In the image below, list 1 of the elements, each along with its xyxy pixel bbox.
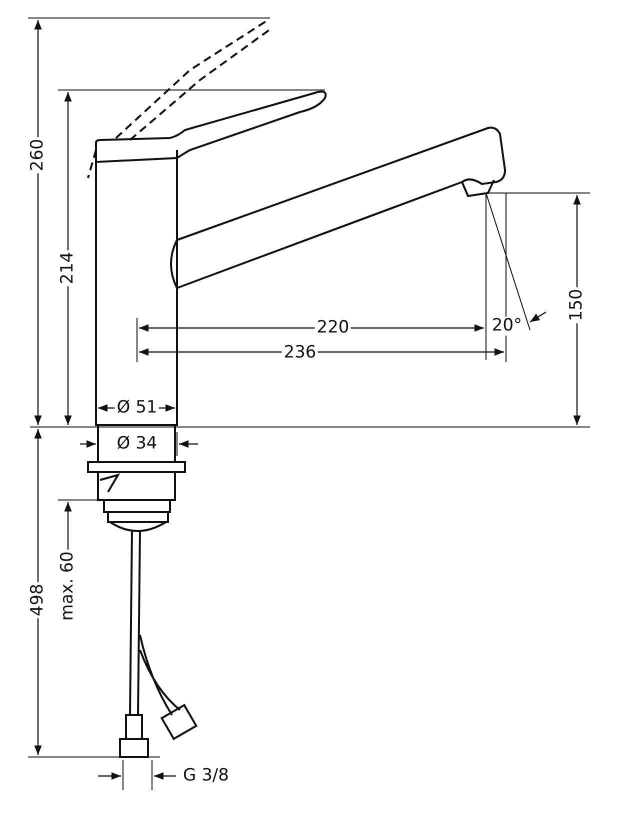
dimension-label: G 3/8 <box>181 766 231 786</box>
